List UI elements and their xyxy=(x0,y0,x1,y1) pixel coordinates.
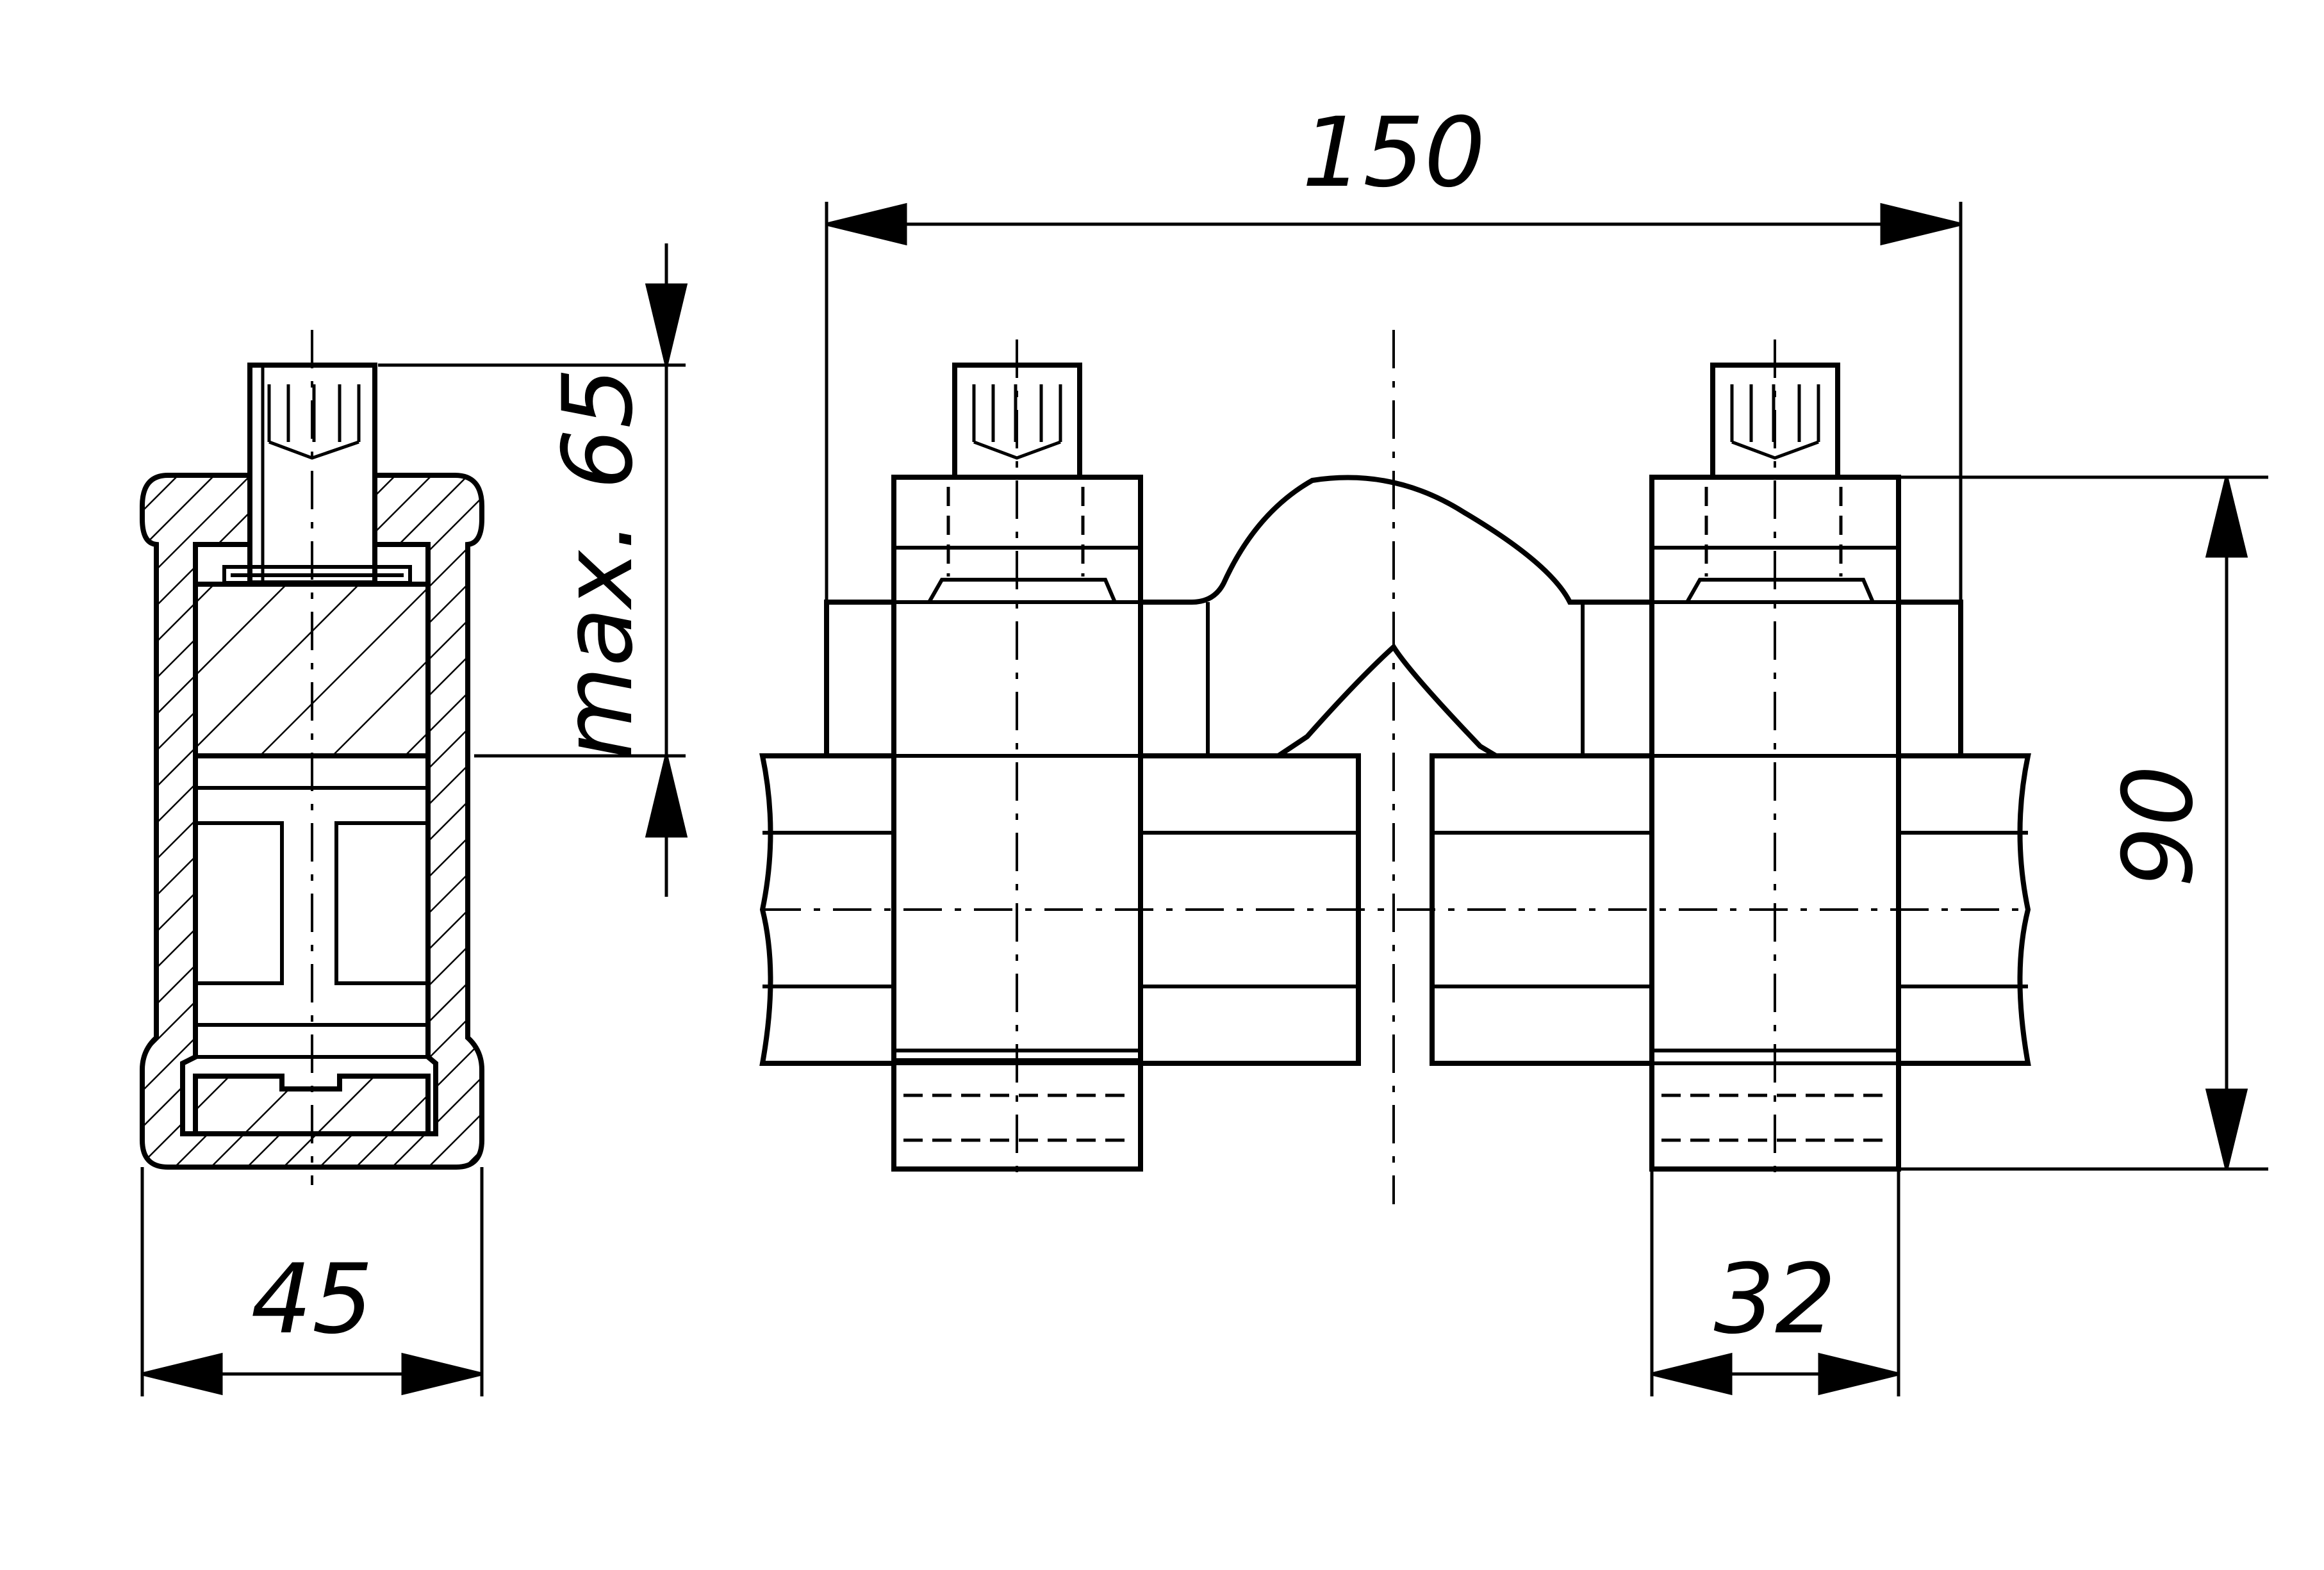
clamp-width-label: 32 xyxy=(1714,1244,1836,1355)
side-width-label: 45 xyxy=(251,1244,374,1355)
max-height-dimension xyxy=(378,243,688,897)
height-dimension xyxy=(1899,475,2268,1171)
front-view xyxy=(759,363,2031,1172)
left-clamp xyxy=(891,363,1143,1172)
upper-jaw xyxy=(193,582,431,758)
bridge-walls xyxy=(1206,602,1585,756)
screw-collar xyxy=(222,565,412,585)
clamp-width-dimension xyxy=(1650,1169,1900,1396)
screw-thread xyxy=(261,365,361,583)
center-web xyxy=(195,786,428,1027)
center-window-right xyxy=(334,821,430,985)
side-width-dimension xyxy=(140,1167,484,1396)
height-label: 90 xyxy=(2103,765,2214,888)
pipe-right xyxy=(1430,753,2031,1066)
pipe-left xyxy=(759,753,1361,1066)
overall-width-label: 150 xyxy=(1302,97,1485,209)
front-axes xyxy=(762,330,2028,1204)
overall-width-dimension xyxy=(825,202,1963,756)
max-height-label: max. 65 xyxy=(543,367,654,760)
center-window-left xyxy=(194,821,284,985)
